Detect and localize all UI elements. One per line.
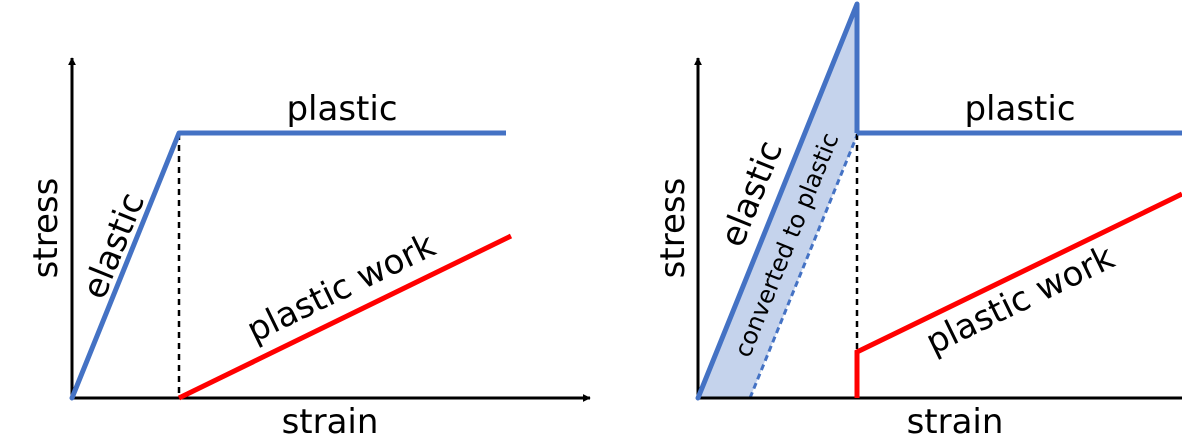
left-elastic-label: elastic [75,187,153,304]
left-y-axis-label: stress [26,178,66,279]
left-x-axis-label: strain [282,402,379,435]
right-plastic-label: plastic [964,89,1075,129]
right-y-axis-label: stress [653,178,693,279]
left-panel: strain stress elastic plastic plastic wo… [26,57,591,435]
right-converted-dashed-line [748,132,860,399]
left-plastic-label: plastic [286,89,397,129]
right-x-axis-label: strain [907,402,1004,435]
left-plastic-work-line [177,233,513,401]
left-elastic-line [69,130,182,401]
right-elastic-line [695,1,860,401]
right-panel: strain stress elastic converted to plast… [653,1,1182,435]
right-plastic-work-line [854,191,1182,398]
left-plastic-work-label: plastic work [241,225,442,351]
right-plastic-work-label: plastic work [920,237,1121,363]
